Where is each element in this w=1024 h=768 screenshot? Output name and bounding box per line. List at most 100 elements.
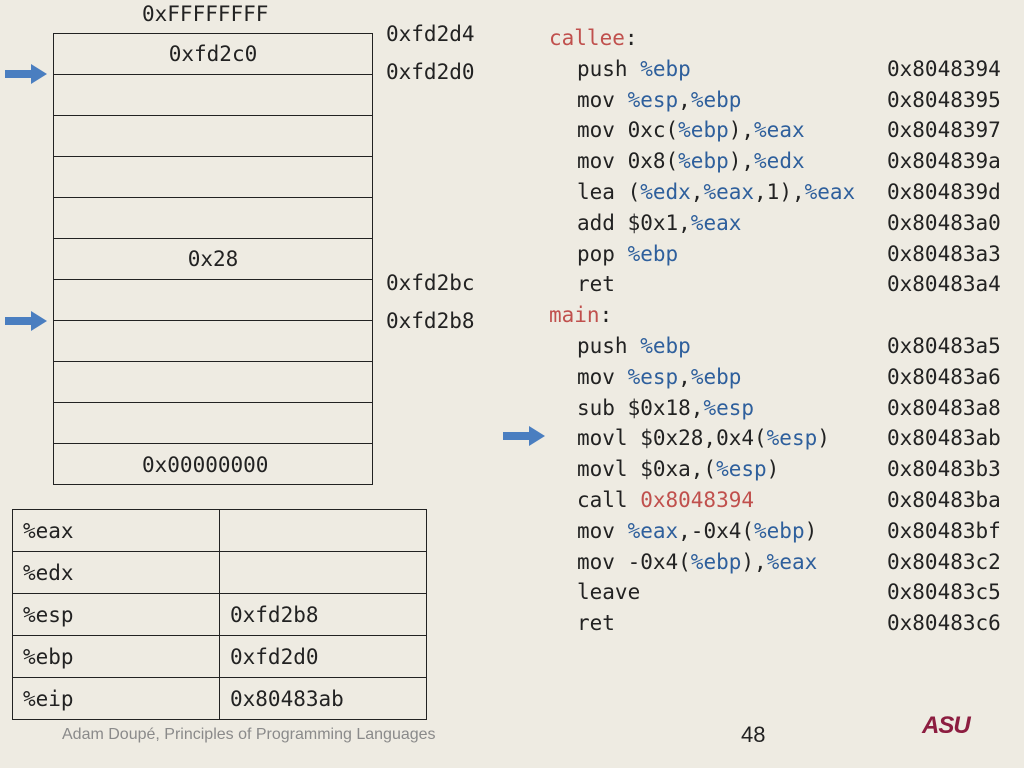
label-colon: : xyxy=(624,26,638,50)
label-colon: : xyxy=(599,303,613,328)
instruction-token: movl $0xa,( xyxy=(577,457,717,482)
instruction-line: mov 0x8(%ebp),%edx 0x804839a xyxy=(549,149,1019,180)
instruction-address: 0x80483a5 xyxy=(887,333,1001,358)
instruction-token: ret xyxy=(577,611,615,636)
instruction-token: mov -0x4( xyxy=(577,549,691,574)
instruction-token: mov xyxy=(577,87,628,112)
footer-credit: Adam Doupé, Principles of Programming La… xyxy=(62,726,436,743)
function-name: main xyxy=(549,303,600,328)
function-name: callee xyxy=(549,26,625,50)
instruction-line: ret 0x80483a4 xyxy=(549,272,1019,303)
instruction-token: push xyxy=(577,56,641,81)
instruction-pointer-arrow-icon xyxy=(503,426,545,446)
instruction-address: 0x804839a xyxy=(887,149,1001,174)
instruction-token: lea ( xyxy=(577,179,641,204)
instruction-text: mov %esp,%ebp xyxy=(577,88,741,112)
register-token: %esp xyxy=(703,395,755,420)
instruction-token: call xyxy=(577,487,641,512)
instruction-address: 0x80483a6 xyxy=(887,364,1001,389)
instruction-token: push xyxy=(577,333,641,358)
instruction-text: mov 0x8(%ebp),%edx xyxy=(577,149,805,173)
instruction-text: mov -0x4(%ebp),%eax xyxy=(577,550,817,574)
instruction-address: 0x80483c2 xyxy=(887,549,1001,574)
instruction-token: mov xyxy=(577,518,628,543)
stack-cell: 0xfd2c0 xyxy=(54,34,372,75)
instruction-text: mov %esp,%ebp xyxy=(577,365,741,389)
register-name: %edx xyxy=(12,551,220,594)
register-value: 0x80483ab xyxy=(219,677,427,720)
instruction-address: 0x8048394 xyxy=(887,56,1001,81)
instruction-address: 0x80483b3 xyxy=(887,457,1001,482)
instruction-token: , xyxy=(690,179,704,204)
register-token: %ebp xyxy=(690,549,742,574)
stack-bottom-address: 0x00000000 xyxy=(142,453,269,477)
instruction-text: leave xyxy=(577,580,640,604)
register-name: %eax xyxy=(12,509,220,552)
instruction-token: mov 0xc( xyxy=(577,118,679,143)
page-number: 48 xyxy=(741,722,766,747)
call-target: 0x8048394 xyxy=(640,487,755,512)
stack-cell xyxy=(54,321,372,362)
register-token: %ebp xyxy=(690,364,742,389)
stack-cell xyxy=(54,157,372,198)
instruction-token: , xyxy=(678,87,691,112)
instruction-text: sub $0x18,%esp xyxy=(577,396,754,420)
register-value xyxy=(219,509,427,552)
instruction-address: 0x80483a0 xyxy=(887,210,1001,235)
instruction-token: ) xyxy=(766,457,780,482)
instruction-text: mov 0xc(%ebp),%eax xyxy=(577,118,805,142)
instruction-line: add $0x1,%eax 0x80483a0 xyxy=(549,211,1019,242)
instruction-token: mov 0x8( xyxy=(577,149,679,174)
register-token: %eax xyxy=(766,549,818,574)
esp-arrow-icon xyxy=(5,311,47,331)
instruction-address: 0x80483a4 xyxy=(887,272,1001,297)
instruction-token: ), xyxy=(741,549,767,574)
instruction-line: call 0x8048394 0x80483ba xyxy=(549,488,1019,519)
register-token: %esp xyxy=(766,426,818,451)
instruction-token: ret xyxy=(577,272,615,297)
register-token: %edx xyxy=(640,179,691,204)
register-name: %ebp xyxy=(12,635,220,678)
instruction-address: 0x80483ab xyxy=(887,426,1001,451)
register-row: %edx xyxy=(12,551,427,594)
register-token: %ebp xyxy=(690,87,742,112)
instruction-address: 0x80483ba xyxy=(887,487,1001,512)
stack-cell-value: 0x28 xyxy=(187,246,239,271)
instruction-address: 0x8048397 xyxy=(887,118,1001,143)
register-token: %ebp xyxy=(678,149,729,174)
register-value xyxy=(219,551,427,594)
stack-address-label: 0xfd2d4 xyxy=(386,22,475,46)
register-token: %eax xyxy=(690,210,742,235)
register-row: %eax xyxy=(12,509,427,552)
instruction-token: ,-0x4( xyxy=(678,518,755,543)
instruction-token: movl $0x28,0x4( xyxy=(577,426,767,451)
instruction-text: pop %ebp xyxy=(577,242,678,266)
ebp-arrow-icon xyxy=(5,64,47,84)
instruction-token: ) xyxy=(804,518,818,543)
instruction-token: ,1), xyxy=(754,179,805,204)
instruction-token: pop xyxy=(577,241,628,266)
register-token: %eax xyxy=(627,518,679,543)
instruction-token: , xyxy=(678,364,691,389)
instruction-token: add $0x1, xyxy=(577,210,691,235)
register-name: %esp xyxy=(12,593,220,636)
register-token: %esp xyxy=(627,87,679,112)
stack-cell xyxy=(54,403,372,444)
instruction-text: push %ebp xyxy=(577,57,691,81)
register-token: %eax xyxy=(703,179,755,204)
register-token: %edx xyxy=(754,149,805,174)
stack-cell xyxy=(54,362,372,403)
stack-address-label: 0xfd2b8 xyxy=(386,309,475,333)
register-token: %ebp xyxy=(627,241,679,266)
stack-cell xyxy=(54,198,372,239)
